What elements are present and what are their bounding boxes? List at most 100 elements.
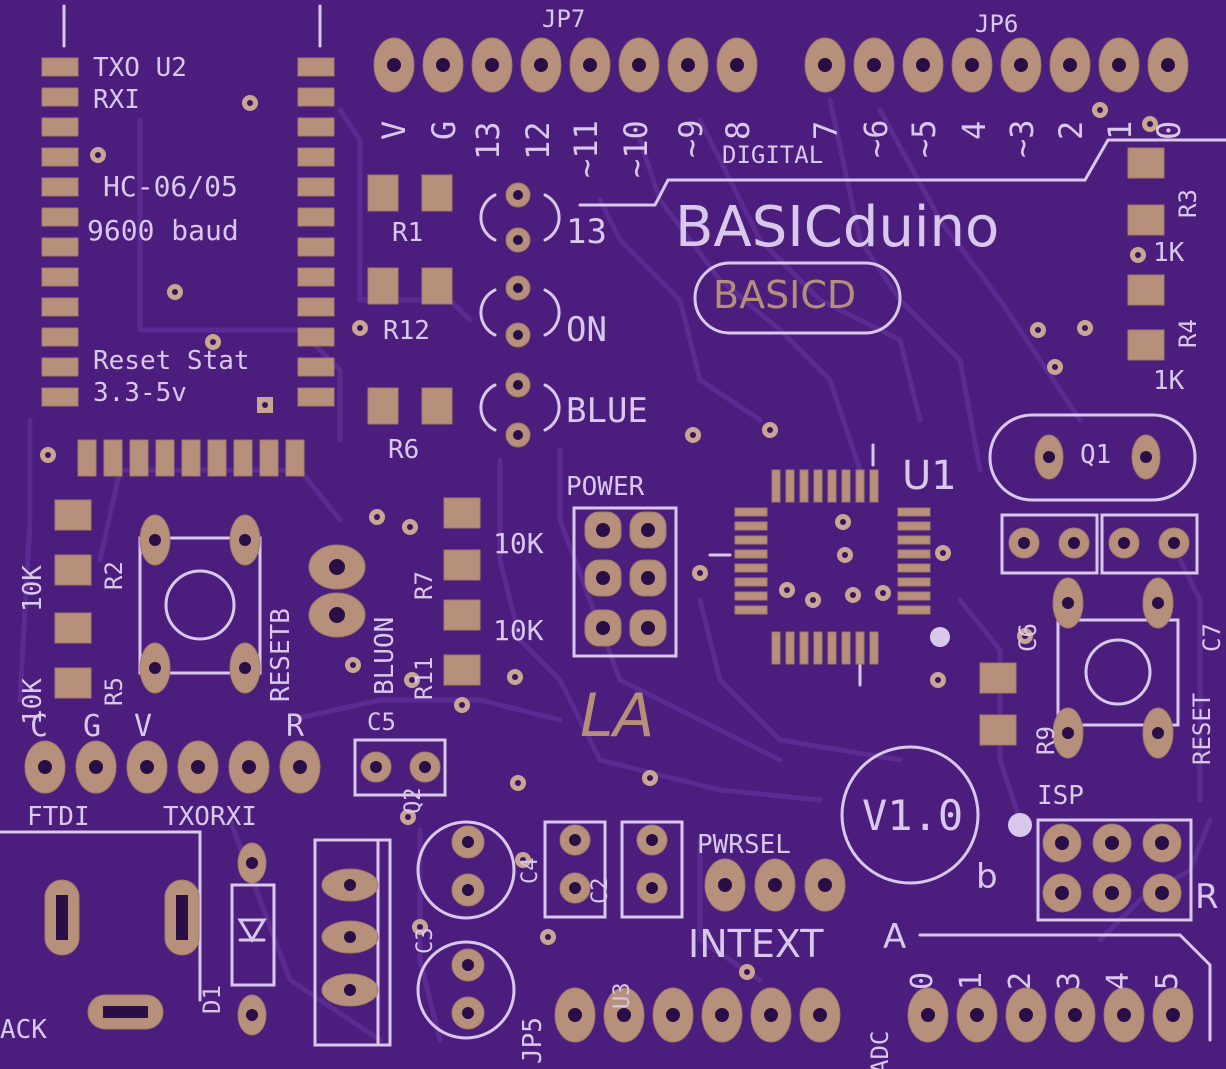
regulator-pads <box>321 868 379 1007</box>
revision-label: b <box>976 857 998 897</box>
baud-label: 9600 baud <box>87 214 239 247</box>
led-pads <box>505 182 531 448</box>
silkscreen-outlines <box>0 4 1226 1047</box>
bluon-label: BLUON <box>370 616 400 695</box>
digital-label: DIGITAL <box>722 141 824 169</box>
voltage-label: 3.3-5v <box>93 378 187 408</box>
r2-label: R2 <box>100 561 128 590</box>
jp6-pin-label: 1 <box>1101 120 1139 140</box>
u3-label: U3 <box>610 982 635 1010</box>
button-pads <box>139 514 1174 759</box>
r7-value: 10K <box>493 527 544 560</box>
r3-label: R3 <box>1174 189 1202 218</box>
c4-label: C4 <box>518 857 543 885</box>
led13-label: 13 <box>566 212 607 252</box>
jp6-pin-label: 2 <box>1052 120 1090 140</box>
power-label: POWER <box>566 472 645 502</box>
r11-value: 10K <box>493 614 544 647</box>
jp7-pin-label: ~11 <box>567 120 605 178</box>
c7-label: C7 <box>1198 623 1226 652</box>
basic-logo: BASICD <box>713 273 857 317</box>
jp6-pin-label: ~3 <box>1003 119 1041 158</box>
analog-pin-label: 3 <box>1052 971 1087 990</box>
jp6-pin-label: 4 <box>955 120 993 140</box>
jp7-pin-label: ~9 <box>672 119 710 158</box>
jp7-pin-label: 8 <box>719 120 757 140</box>
header-isp <box>1042 823 1182 913</box>
r12-label: R12 <box>383 316 430 346</box>
jp7-pin-label: 12 <box>519 121 557 160</box>
ftdi-label: FTDI <box>27 802 90 832</box>
monogram: LA <box>580 681 655 751</box>
r11-label: R11 <box>410 656 438 700</box>
r1-label: R1 <box>392 218 424 248</box>
header-adc <box>907 987 1194 1043</box>
r2-value: 10K <box>18 565 48 612</box>
jp7-pin-label: V <box>375 120 413 140</box>
header-jp6 <box>804 37 1189 93</box>
header-pwrsel <box>704 858 846 912</box>
jp7-label: JP7 <box>542 5 586 33</box>
r7-label: R7 <box>410 571 438 600</box>
jp7-pin-label: ~10 <box>617 120 655 178</box>
a-label: A <box>883 917 907 957</box>
analog-pin-label: 5 <box>1150 971 1185 990</box>
c2-label: C2 <box>588 877 613 905</box>
intext-label: INTEXT <box>688 922 824 966</box>
q1-label: Q1 <box>1080 440 1112 470</box>
smd-resistor-pads <box>54 147 1165 746</box>
u2-label: TXO U2 <box>93 53 187 83</box>
isp-r-label: R <box>1195 877 1219 917</box>
rxi-label: RXI <box>93 85 140 115</box>
jp6-label: JP6 <box>975 10 1019 38</box>
r9-label: R9 <box>1032 726 1060 755</box>
reset-stat-label: Reset Stat <box>93 346 250 376</box>
jp6-pin-label: 0 <box>1150 120 1188 140</box>
c6-label: C6 <box>1014 623 1042 652</box>
isp-label: ISP <box>1037 781 1084 811</box>
hc-module-label: HC-06/05 <box>103 170 238 203</box>
reset-label: RESET <box>1188 692 1216 765</box>
version-label: V1.0 <box>862 791 964 840</box>
c5-label: C5 <box>367 708 396 736</box>
jp6-pin-label: 7 <box>807 120 845 140</box>
resetb-label: RESETB <box>266 608 296 702</box>
r3-value: 1K <box>1153 238 1185 268</box>
analog-pin-label: 1 <box>954 971 989 990</box>
u1-qfp-pads <box>734 469 931 665</box>
jp5-label: JP5 <box>518 1017 548 1064</box>
analog-pin-label: 4 <box>1101 971 1136 990</box>
header-jp7 <box>373 37 758 93</box>
u2-pads <box>41 57 335 477</box>
header-ftdi <box>24 740 321 794</box>
r6-label: R6 <box>388 435 420 465</box>
board-title: BASICduino <box>675 195 1000 260</box>
ftdi-pin-label: R <box>286 709 305 744</box>
d1-label: D1 <box>198 985 226 1014</box>
r5-label: R5 <box>100 677 128 706</box>
ftdi-pin-label: V <box>134 709 153 744</box>
crystal-and-caps <box>360 434 1190 1030</box>
ftdi-pin-label: C <box>30 709 49 744</box>
q2-label: Q2 <box>401 787 426 815</box>
jp6-pin-label: ~5 <box>905 119 943 158</box>
header-jp5 <box>554 987 841 1043</box>
jp7-pin-label: G <box>425 120 463 140</box>
adc-label: ADC <box>866 1030 894 1069</box>
txorxi-label: TXORXI <box>163 802 257 832</box>
analog-pin-label: 0 <box>905 971 940 990</box>
vias <box>40 95 1158 980</box>
ledon-label: ON <box>566 310 607 350</box>
ledblue-label: BLUE <box>566 391 648 431</box>
pwrsel-label: PWRSEL <box>697 830 791 860</box>
ftdi-pin-label: G <box>83 709 102 744</box>
jack-and-diode <box>44 842 267 1036</box>
jack-label: ACK <box>0 1015 47 1045</box>
r4-label: R4 <box>1174 319 1202 348</box>
jp7-pin-label: 13 <box>469 121 507 160</box>
analog-pin-label: 2 <box>1003 971 1038 990</box>
u1-label: U1 <box>902 453 957 499</box>
r4-value: 1K <box>1153 366 1185 396</box>
